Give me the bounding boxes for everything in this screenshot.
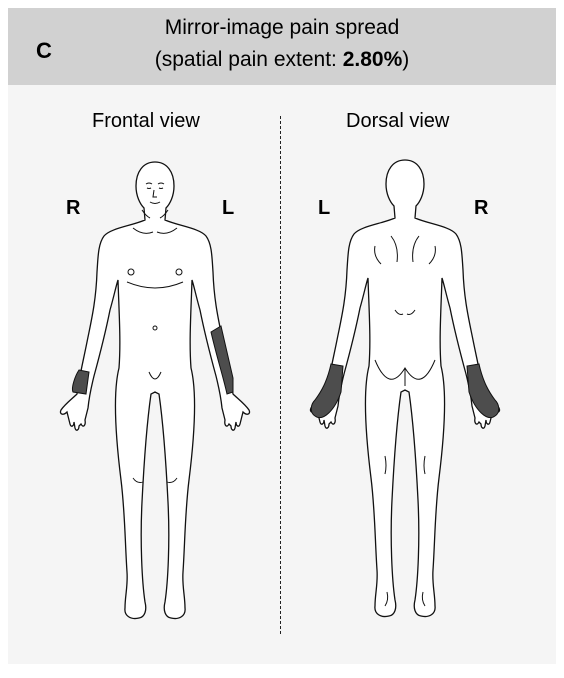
frontal-figure	[60, 162, 249, 619]
pain-region-right-wrist	[72, 370, 89, 394]
pain-region-right-hand	[467, 364, 499, 418]
dorsal-figure	[310, 160, 499, 617]
frontal-body-outline	[60, 162, 249, 619]
pain-region-left-hand	[311, 364, 343, 418]
